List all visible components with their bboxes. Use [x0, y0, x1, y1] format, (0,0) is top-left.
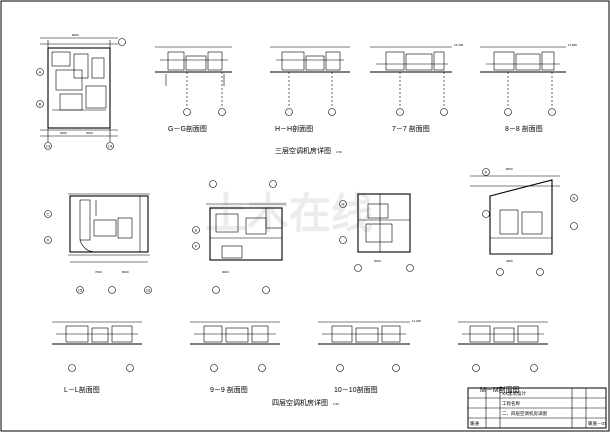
dim-mid-6: 4600	[506, 259, 513, 263]
title-3f-scale: 1:50	[336, 150, 342, 154]
section-gg-caption: G－G剖面图	[168, 124, 207, 133]
elev-88: 11.800	[568, 43, 577, 47]
plan-4f-left	[44, 193, 152, 294]
grid-label-13: 13	[46, 144, 51, 149]
grid-label-n: N	[573, 196, 576, 201]
elev-1010: 11.200	[412, 319, 421, 323]
grid-label-h: H	[342, 202, 345, 207]
section-1010	[318, 321, 410, 372]
elev-77: 15.400	[454, 43, 464, 47]
section-mm	[458, 321, 548, 372]
title-4f-scale: 1:50	[333, 402, 339, 406]
grid-label-c: C	[47, 212, 50, 217]
watermark: 土木在线	[205, 190, 373, 237]
grid-label-group: 13 14 A B C D E F H K N 15 16	[39, 70, 576, 293]
plan-4f-10	[339, 193, 414, 272]
dim-mid-2: 8000	[122, 270, 129, 274]
grid-label-k: K	[485, 170, 488, 175]
grid-label-14: 14	[108, 144, 113, 149]
section-77-caption: 7－7 剖面图	[392, 124, 430, 133]
dim-bottom-2: 3000	[86, 131, 93, 135]
dim-mid-5: 8000	[506, 167, 513, 171]
grid-label-d: D	[47, 238, 50, 243]
title-block-row4: 工程名称	[502, 400, 520, 407]
dim-bottom-1: 2600	[60, 131, 67, 135]
plan-4f-right	[470, 168, 578, 276]
grid-label-15: 15	[78, 288, 83, 293]
grid-label-f: F	[195, 244, 198, 249]
title-3f: 三层空调机房详图	[275, 146, 331, 155]
section-77	[370, 46, 452, 116]
grid-label-16: 16	[146, 288, 151, 293]
section-88-caption: 8－8 剖面图	[505, 124, 543, 133]
section-99	[190, 321, 280, 372]
section-99-caption: 9－9 剖面图	[210, 385, 248, 394]
plan-4f-center	[192, 180, 286, 294]
dim-mid-1: 7000	[95, 270, 102, 274]
title-block	[467, 387, 607, 429]
plan-3f	[36, 37, 126, 150]
section-hh-caption: H－H剖面图	[275, 124, 313, 133]
dim-top-1: 8000	[72, 33, 79, 37]
title-block-row1: XX建筑设计	[502, 390, 527, 397]
section-1010-caption: 10－10剖面图	[334, 385, 378, 394]
dim-mid-4: 6000	[374, 259, 381, 263]
title-block-sheet-no: 暖施－07	[588, 420, 607, 427]
title-block-row3: 暖通	[470, 420, 479, 427]
title-block-row2: 二、四层空调机房详图	[502, 410, 547, 417]
section-ll-caption: L－L剖面图	[64, 385, 100, 394]
dim-mid-3: 3000	[222, 270, 229, 274]
section-gg	[155, 46, 232, 116]
section-hh	[270, 46, 350, 116]
grid-label-e: E	[195, 228, 198, 233]
grid-label-a: A	[39, 70, 42, 75]
section-ll	[52, 321, 142, 372]
section-88	[480, 46, 566, 116]
grid-label-b: B	[39, 102, 42, 107]
title-4f: 四层空调机房详图	[272, 398, 328, 407]
